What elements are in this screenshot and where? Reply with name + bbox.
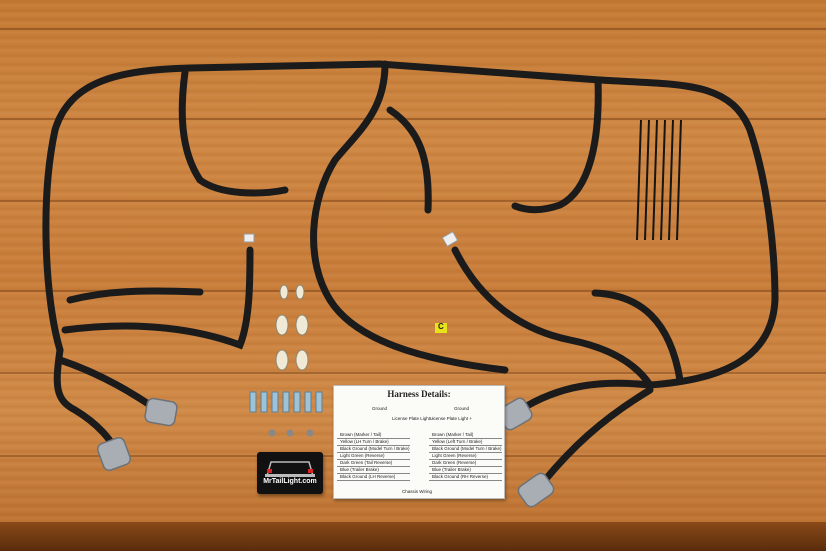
card-label: Ground <box>454 406 470 411</box>
bulb-small-1 <box>279 284 289 300</box>
screws <box>268 429 314 437</box>
harness-branch-left-3 <box>61 246 254 350</box>
wood-seam <box>0 118 826 120</box>
left-row: Brown (Marker / Tail) <box>337 432 410 439</box>
wood-seam <box>0 372 826 374</box>
left-row: Dark Green (Tail Reverse) <box>337 460 410 467</box>
right-row: Black Ground (Model Turn / Brake) <box>429 446 502 453</box>
bulb-3 <box>275 349 289 371</box>
table-edge <box>0 522 826 551</box>
harness-details-card: Harness Details: Ground License Plate Li… <box>333 385 505 499</box>
lead-socket-2 <box>441 230 459 248</box>
lead-socket-1 <box>243 233 255 243</box>
harness-trunk <box>42 60 779 389</box>
socket-connectors <box>96 397 555 508</box>
truck-icon <box>265 461 315 477</box>
right-row: Black Ground (RH Reverse) <box>429 474 502 481</box>
right-row: Brown (Marker / Tail) <box>429 432 502 439</box>
cable-ties <box>636 119 682 241</box>
harness-branch-right-3 <box>591 289 684 384</box>
card-title: Harness Details: <box>387 389 451 399</box>
left-row: Light Green (Reverse) <box>337 453 410 460</box>
yellow-tag <box>435 323 447 333</box>
socket-connector-1 <box>96 436 132 472</box>
socket-connector-2 <box>144 397 178 427</box>
socket-connector-4 <box>517 472 555 508</box>
logo-text: MrTailLight.com <box>263 478 317 485</box>
card-label: Ground <box>372 406 388 411</box>
harness-branch-right-5 <box>541 386 654 484</box>
left-row: Black Ground (LH Reverse) <box>337 474 410 481</box>
right-row: Yellow (Left Turn / Brake) <box>429 439 502 446</box>
butt-connectors <box>249 391 323 413</box>
harness-branch-center <box>310 60 509 374</box>
left-row: Black Ground (Model Turn / Brake) <box>337 446 410 453</box>
right-row: Blue (Trailer Brake) <box>429 467 502 474</box>
left-row: Yellow (LH Turn / Brake) <box>337 439 410 446</box>
wood-seam <box>0 200 826 202</box>
harness-branch-left <box>53 346 122 456</box>
harness-branch-left-2 <box>56 356 154 409</box>
left-row: Blue (Trailer Brake) <box>337 467 410 474</box>
bulb-4 <box>295 349 309 371</box>
harness-branch-right-1 <box>511 76 602 214</box>
card-label: License Plate Light + <box>392 416 434 421</box>
wood-seam <box>0 290 826 292</box>
yellow-tag-label: C <box>438 322 444 331</box>
bulb-1 <box>275 314 289 336</box>
harness-branch-center-2 <box>386 106 432 214</box>
wood-seam <box>0 28 826 30</box>
harness-branch-drop-1 <box>178 68 289 197</box>
right-row: Light Green (Reverse) <box>429 453 502 460</box>
card-bottom-label: Chassis Wiring <box>402 489 433 494</box>
harness-branch-right-4 <box>516 379 654 414</box>
bulbs <box>275 284 309 371</box>
card-label: License Plate Light + <box>430 416 472 421</box>
harness-branch-left-4 <box>66 287 204 304</box>
bulb-small-2 <box>295 284 305 300</box>
bulb-2 <box>295 314 309 336</box>
right-row: Dark Green (Reverse) <box>429 460 502 467</box>
harness-branch-right-2 <box>451 246 654 389</box>
brand-logo-card: MrTailLight.com <box>257 452 323 494</box>
